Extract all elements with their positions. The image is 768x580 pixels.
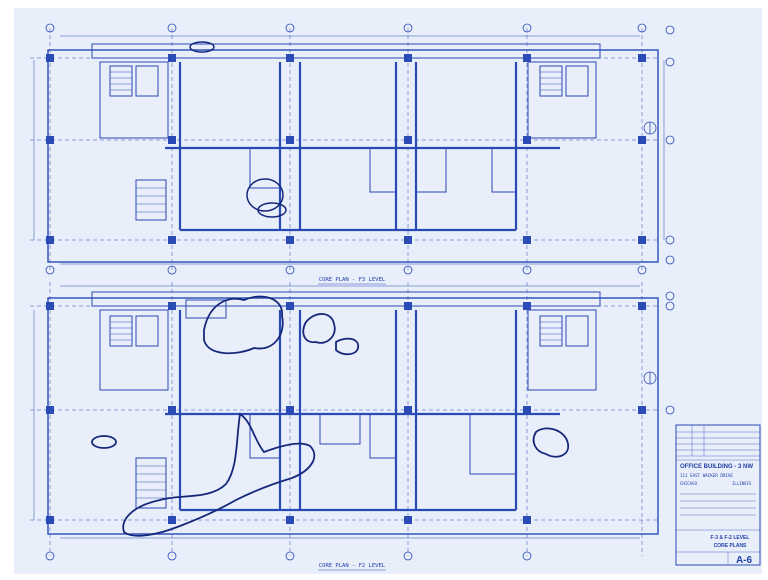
lower-stair-rooms: [99, 299, 597, 509]
lower-stair-treads: [110, 321, 562, 499]
building-city: CHICAGO: [680, 481, 697, 486]
markup-cloud-toilets: [203, 295, 284, 355]
title-block-frame: [675, 424, 761, 566]
markup-cloud-shaft: [302, 313, 336, 344]
lower-markups: [91, 295, 569, 537]
lower-grid-bubbles: [45, 291, 675, 561]
upper-core-plan: [30, 28, 665, 270]
building-state: ILLINOIS: [732, 481, 752, 486]
upper-floor-outline: [47, 49, 659, 263]
sheet-number: A-6: [736, 555, 753, 566]
blueprint-paper: [14, 8, 762, 574]
sheet-title-line-2: CORE PLANS: [714, 543, 747, 549]
markup-cloud-right: [532, 427, 569, 458]
lower-dimension-lines: [33, 285, 640, 539]
north-arrow-icon: [643, 121, 657, 385]
title-block: OFFICE BUILDING - 3 NW 111 EAST WACKER D…: [675, 424, 761, 566]
plan-title-upper: CORE PLAN - F3 LEVEL: [319, 277, 386, 283]
consultant-lines: [680, 493, 756, 516]
upper-dimension-lines: [33, 35, 665, 265]
revision-table: [676, 425, 760, 565]
markup-cloud-corridor: [122, 412, 316, 537]
lower-grid-lines: [30, 282, 660, 556]
upper-grid-bubbles: [45, 23, 675, 275]
plan-title-lower: CORE PLAN - F2 LEVEL: [319, 563, 386, 569]
markup-cloud-note: [335, 337, 359, 356]
lower-floor-outline: [47, 297, 659, 535]
markup-oval-left: [91, 435, 117, 449]
upper-core-walls: [165, 62, 560, 232]
lower-columns: [46, 302, 646, 524]
upper-stair-treads: [110, 71, 562, 213]
upper-stair-rooms: [99, 61, 597, 221]
upper-markups: [189, 41, 287, 218]
building-name: OFFICE BUILDING - 3 NW: [680, 464, 753, 470]
sheet-title-line-1: F-3 & F-2 LEVEL: [711, 535, 750, 541]
building-address: 111 EAST WACKER DRIVE: [680, 473, 733, 478]
lower-core-plan: [30, 282, 660, 556]
upper-columns: [46, 54, 646, 244]
